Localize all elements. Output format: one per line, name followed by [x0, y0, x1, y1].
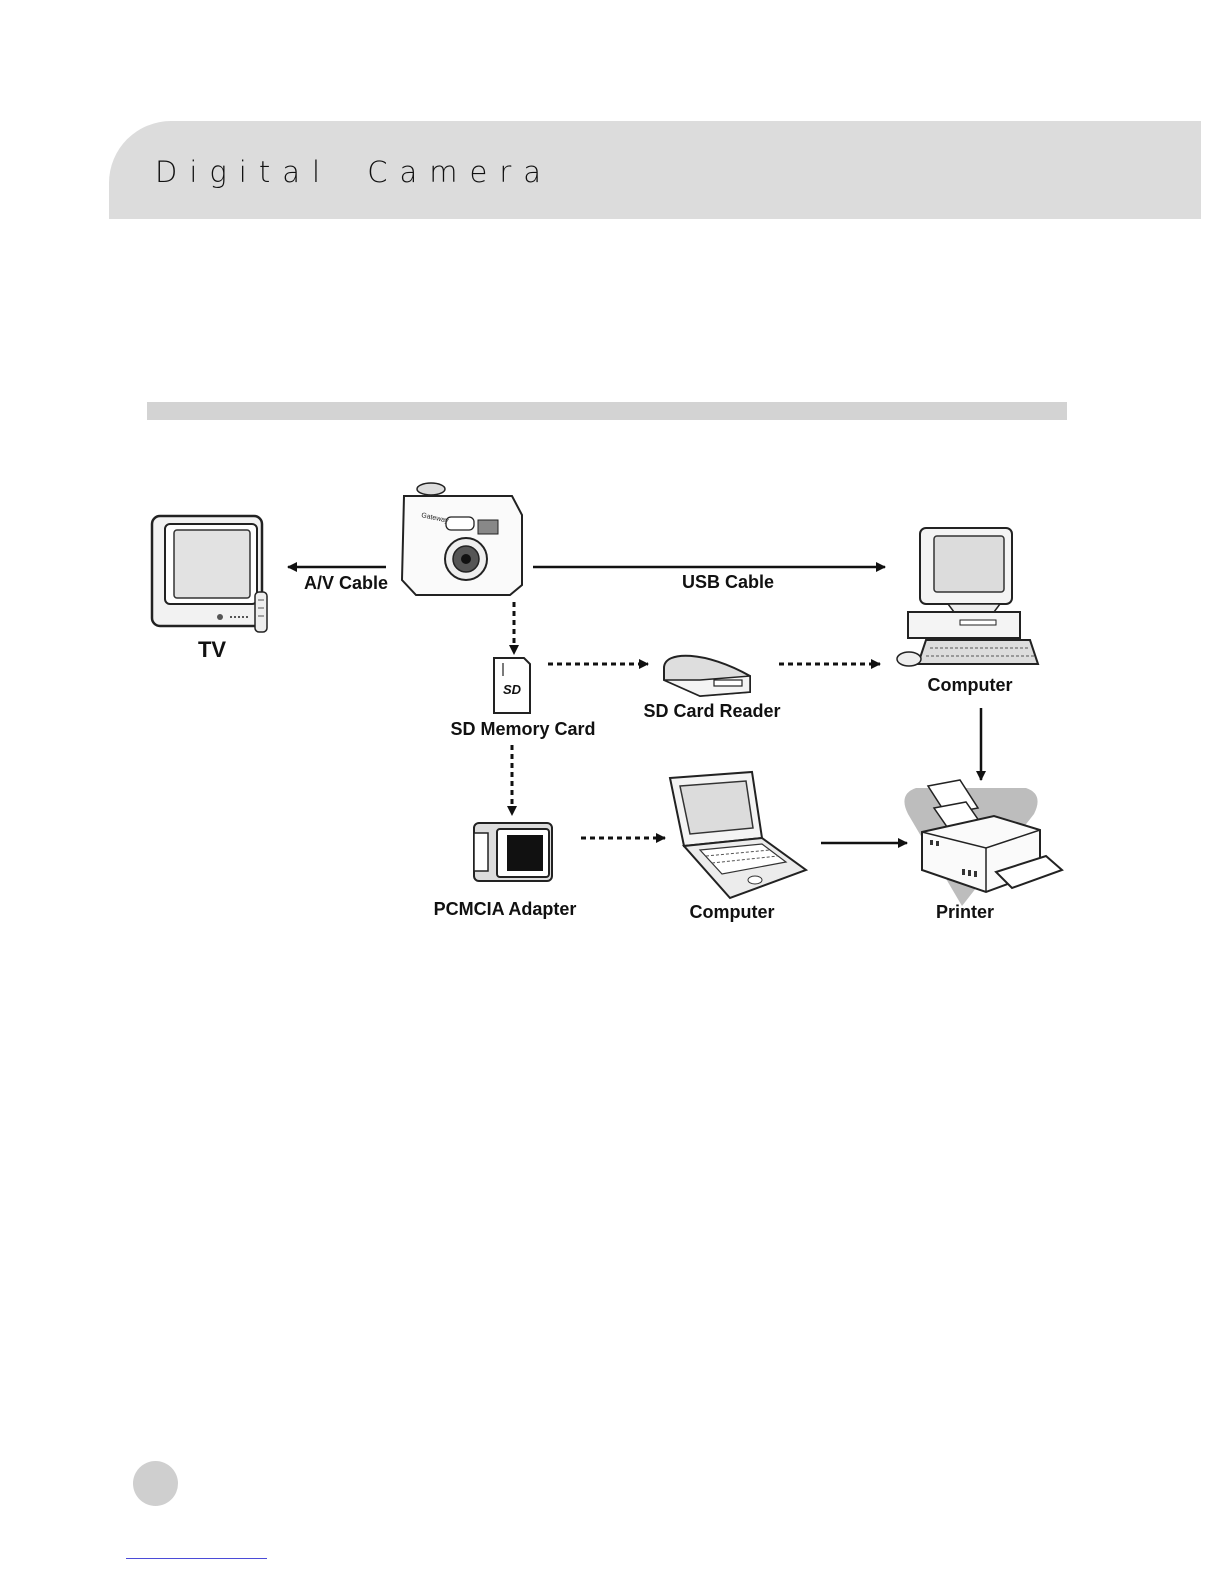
desktop-computer-icon [897, 528, 1038, 666]
tv-label: TV [198, 637, 226, 662]
page-number-marker [133, 1461, 178, 1506]
laptop-computer-icon [670, 772, 806, 898]
computer-laptop-label: Computer [690, 902, 775, 922]
computer-desktop-label: Computer [928, 675, 1013, 695]
printer-label: Printer [936, 902, 994, 922]
tv-icon [152, 516, 267, 632]
svg-text:SD: SD [503, 682, 522, 697]
sd-memory-card-icon: SD [494, 658, 530, 713]
connection-diagram: TV Gateway Computer SD SD Memory Card SD [0, 0, 1224, 1000]
sd-card-reader-icon [664, 656, 750, 696]
footer-link-underline [126, 1558, 267, 1559]
digital-camera-icon: Gateway [402, 483, 522, 595]
pcmcia-adapter-icon [474, 823, 552, 881]
av-cable-label: A/V Cable [304, 573, 388, 593]
sd-memory-card-label: SD Memory Card [450, 719, 595, 739]
usb-cable-label: USB Cable [682, 572, 774, 592]
printer-icon [904, 780, 1062, 906]
sd-card-reader-label: SD Card Reader [643, 701, 780, 721]
pcmcia-adapter-label: PCMCIA Adapter [434, 899, 577, 919]
